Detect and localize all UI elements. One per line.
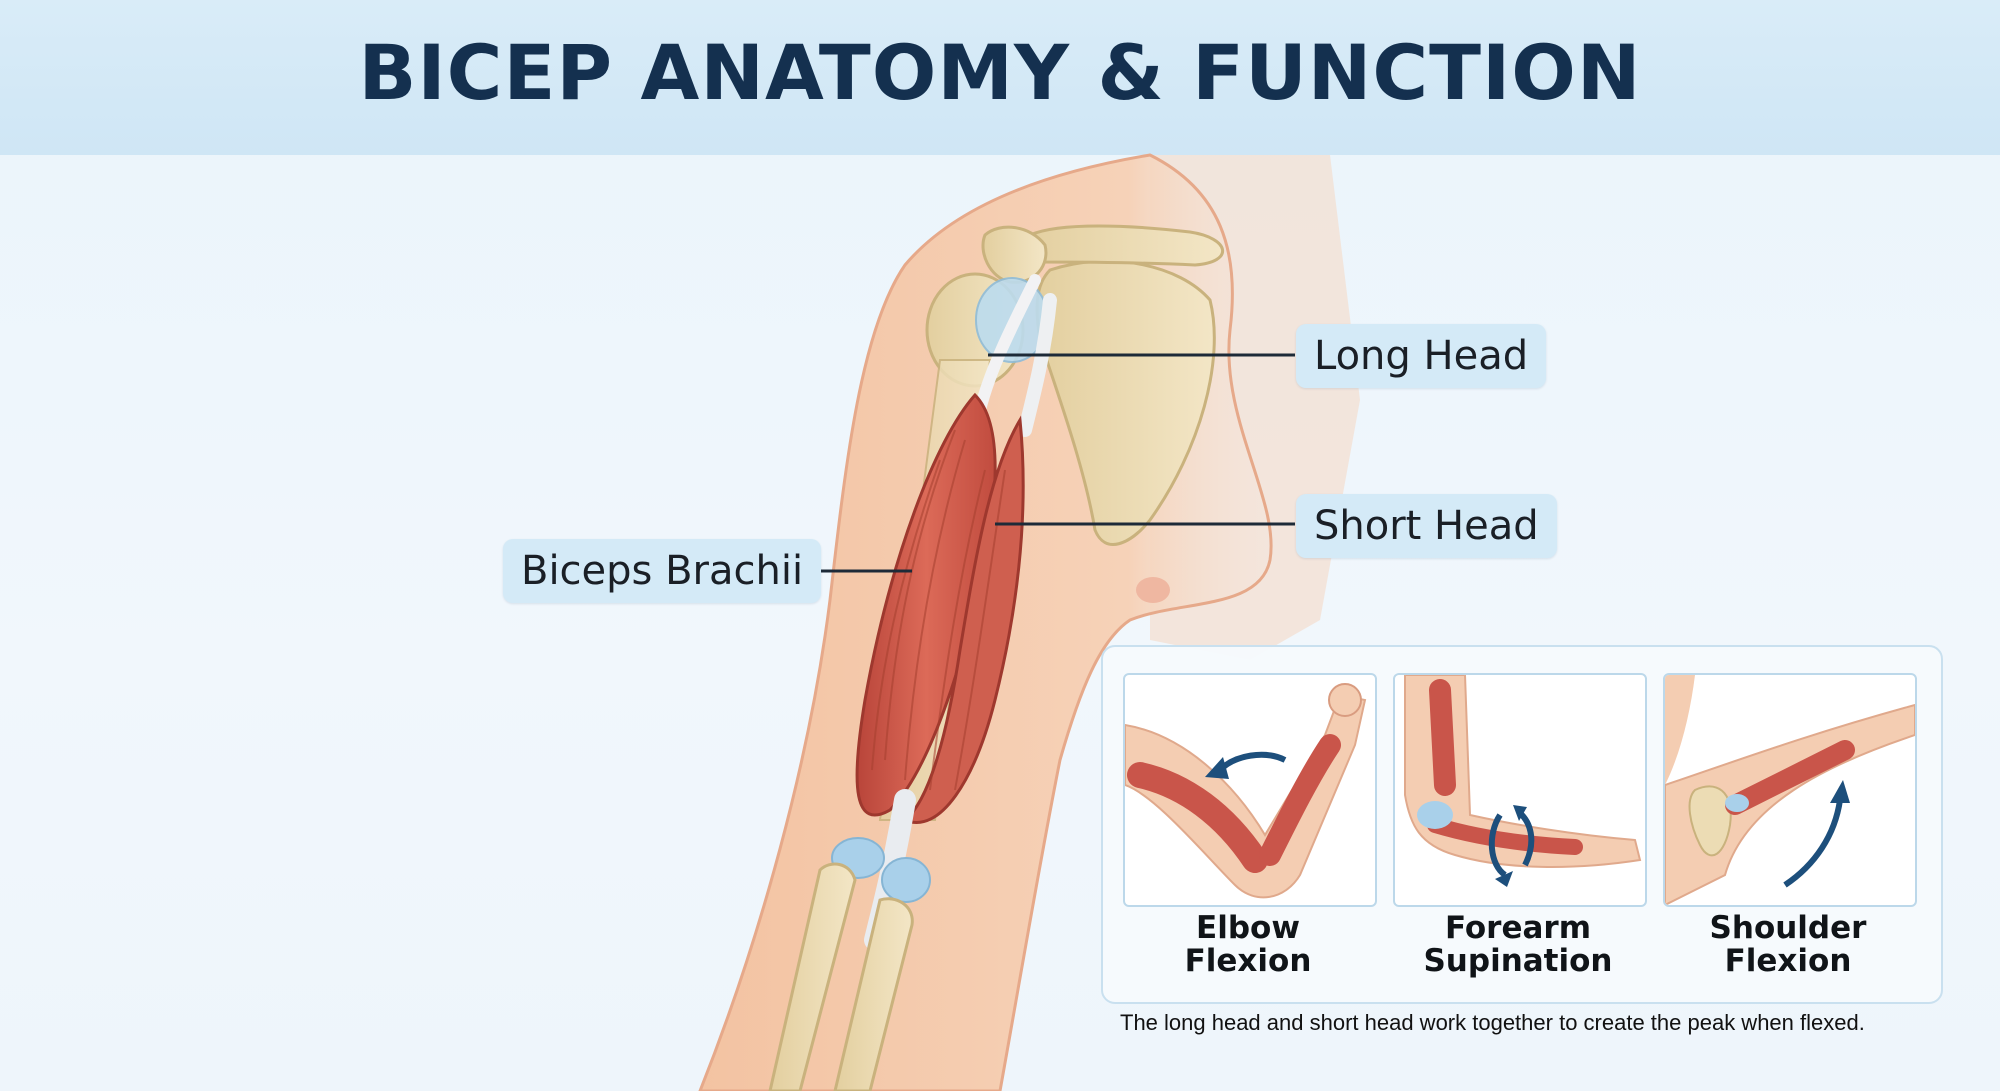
caption-text: The long head and short head work togeth… [1120, 1010, 1865, 1035]
header-banner [0, 0, 2000, 155]
biceps-brachii-label: Biceps Brachii [503, 539, 822, 603]
shoulder-flexion-card [1663, 673, 1917, 907]
rotation-arrow-icon [1488, 805, 1535, 887]
elbow-cartilage-right [881, 857, 931, 903]
short-head-label: Short Head [1296, 494, 1557, 558]
elbow-flexion-illustration [1125, 683, 1367, 899]
radius-bone [768, 862, 857, 1091]
clavicle-bone [1019, 224, 1225, 267]
long-head-label: Long Head [1296, 324, 1547, 388]
ulna-bone [833, 897, 914, 1091]
forearm-supination-card [1393, 673, 1647, 907]
shoulder-flexion-illustration [1665, 675, 1915, 905]
short-head-tendon [1018, 293, 1057, 437]
muscle-fibers [871, 429, 1006, 791]
upward-arrow-icon [1783, 799, 1843, 888]
elbow-flexion-card [1123, 673, 1377, 907]
long-head-tendon [974, 274, 1041, 416]
acromion-bone [981, 225, 1048, 284]
page-title: BICEP ANATOMY & FUNCTION [358, 28, 1642, 117]
forearm-supination-illustration [1404, 675, 1642, 887]
nipple [1136, 577, 1170, 603]
curved-arrow-icon [1217, 751, 1287, 773]
